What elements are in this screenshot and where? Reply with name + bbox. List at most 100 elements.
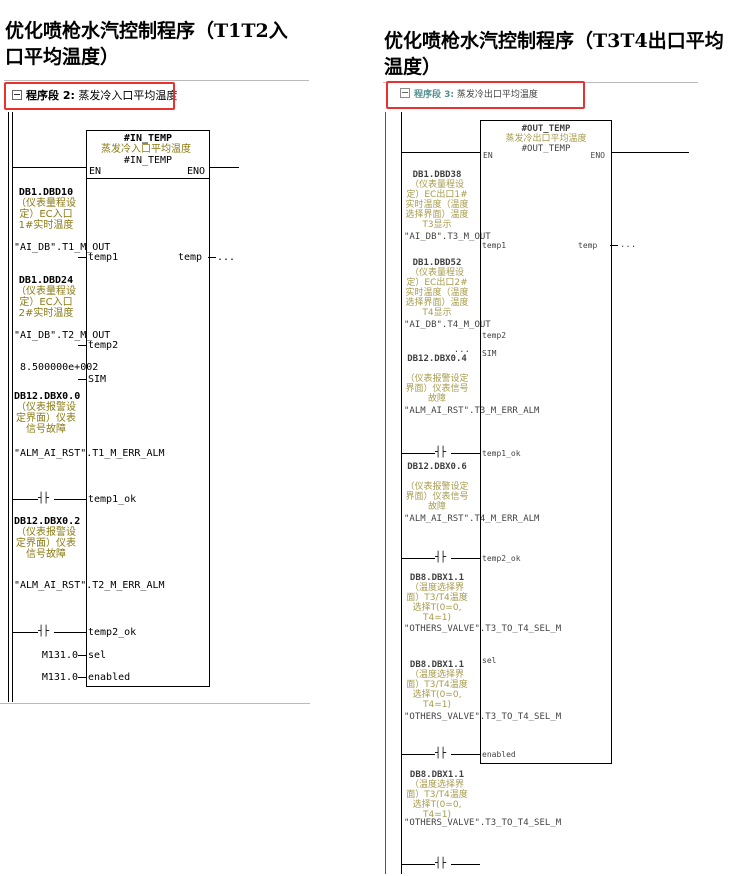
right-in4-wire-a: [401, 453, 435, 454]
right-extra-wire-a: [401, 864, 435, 865]
collapse-icon[interactable]: [400, 88, 410, 98]
left-pin-temp2-ok: temp2_ok: [88, 627, 137, 638]
left-enabled-wire: [78, 677, 86, 678]
right-pin-temp2: temp2: [482, 331, 507, 340]
left-power-rail-2: [12, 112, 13, 702]
right-extra-address: DB8.DBX1.1: [409, 770, 465, 780]
right-pin-sim: SIM: [482, 349, 497, 358]
left-pin-temp1: temp1: [88, 252, 119, 263]
right-pin-temp1: temp1: [482, 241, 507, 250]
left-contact-1-icon[interactable]: ┤├: [38, 493, 49, 504]
right-out-wire: [610, 245, 618, 246]
right-block-name: #OUT_TEMP: [521, 124, 571, 134]
segment-label: 蒸发冷出口平均温度: [456, 90, 538, 100]
right-contact-3-icon[interactable]: ┤├: [435, 748, 446, 759]
right-extra-symbol: "OTHERS_VALVE".T3_TO_T4_SEL_M: [404, 818, 562, 828]
left-sim-wire: [78, 379, 86, 380]
left-in5-comment: （仪表报警设定界面）仪表信号故障: [16, 527, 76, 560]
left-function-block[interactable]: [86, 130, 210, 687]
right-power-rail: [385, 112, 386, 874]
right-in2-symbol: "AI_DB".T4_M_OUT: [404, 320, 491, 330]
right-sim-value: ...: [453, 345, 470, 355]
right-enabled-address: DB8.DBX1.1: [409, 660, 465, 670]
left-segment-header[interactable]: 程序段 2: 蒸发冷入口平均温度: [12, 87, 177, 103]
left-in5-address: DB12.DBX0.2: [14, 516, 81, 527]
left-pin-enabled: enabled: [88, 672, 131, 683]
left-in4-address: DB12.DBX0.0: [14, 391, 81, 402]
left-in2-comment: （仪表量程设定）EC入口2#实时温度: [16, 286, 76, 319]
left-sel-address: M131.0: [41, 650, 78, 661]
left-in4-wire-b: [54, 499, 86, 500]
right-enabled-symbol: "OTHERS_VALVE".T3_TO_T4_SEL_M: [404, 712, 561, 723]
right-pin-enabled: enabled: [482, 750, 516, 759]
right-sel-address: DB8.DBX1.1: [409, 573, 465, 583]
right-block-comment: 蒸发冷出口平均温度: [505, 134, 587, 144]
right-enabled-wire-b: [451, 754, 480, 755]
left-in4-wire-a: [12, 499, 38, 500]
right-in2-address: DB1.DBD52: [412, 258, 462, 268]
right-eno-line: [611, 152, 689, 153]
left-contact-2-icon[interactable]: ┤├: [38, 626, 49, 637]
right-in4-wire-b: [451, 453, 480, 454]
right-extra-wire-b: [451, 864, 480, 865]
right-function-block[interactable]: [480, 120, 612, 764]
right-contact-2-icon[interactable]: ┤├: [435, 552, 446, 563]
right-highlight-box: [386, 81, 585, 109]
left-block-divider: [86, 178, 210, 179]
left-block-instance: #IN_TEMP: [123, 155, 173, 166]
right-pin-sel: sel: [482, 656, 497, 665]
right-title: 优化喷枪水汽控制程序（T3T4出口平均温度）: [384, 30, 724, 78]
left-in4-comment: （仪表报警设定界面）仪表信号故障: [16, 402, 76, 435]
left-header-rule: [4, 80, 309, 81]
right-out-tail: ...: [620, 240, 637, 250]
left-pin-sim: SIM: [88, 374, 107, 385]
left-eno-line: [209, 167, 239, 168]
left-in5-wire-b: [54, 632, 86, 633]
right-in5-wire-b: [451, 558, 480, 559]
left-bottom-rule: [0, 703, 310, 704]
segment-label: 蒸发冷入口平均温度: [78, 89, 178, 102]
right-in4-address: DB12.DBX0.4: [407, 354, 467, 364]
right-sel-comment: （温度选择界面）T3/T4温度选择T(0=0, T4=1): [406, 583, 468, 623]
right-extra-comment: （温度选择界面）T3/T4温度选择T(0=0, T4=1): [406, 780, 468, 820]
left-in1-wire: [78, 257, 86, 258]
segment-prefix: 程序段 3:: [414, 90, 454, 100]
right-in4-symbol: "ALM_AI_RST".T3_M_ERR_ALM: [404, 406, 540, 416]
left-in5-wire-a: [12, 632, 38, 633]
left-in2-symbol: "AI_DB".T2_M_OUT: [14, 330, 111, 341]
right-pin-eno: ENO: [590, 151, 605, 160]
right-in4-comment: （仪表报警设定界面）仪表信号故障: [405, 374, 469, 404]
left-sim-value: 8.500000e+002: [20, 362, 99, 373]
right-in2-comment: （仪表量程设定）EC出口2#实时温度（温度选择界面）温度T4显示: [405, 268, 469, 318]
right-enabled-comment: （温度选择界面）T3/T4温度选择T(0=0, T4=1): [406, 670, 468, 710]
left-enabled-address: M131.0: [41, 672, 78, 683]
left-pin-en: EN: [89, 166, 102, 177]
right-enabled-wire-a: [401, 754, 435, 755]
right-in1-address: DB1.DBD38: [412, 170, 462, 180]
left-pin-sel: sel: [88, 650, 107, 661]
collapse-icon[interactable]: [12, 90, 22, 100]
right-segment-header[interactable]: 程序段 3: 蒸发冷出口平均温度: [400, 87, 538, 100]
left-in2-address: DB1.DBD24: [18, 275, 74, 286]
left-in5-symbol: "ALM_AI_RST".T2_M_ERR_ALM: [14, 580, 165, 591]
right-pin-temp1-ok: temp1_ok: [482, 449, 521, 458]
right-in1-symbol: "AI_DB".T3_M_OUT: [404, 232, 491, 242]
right-in5-wire-a: [401, 558, 435, 559]
left-out-wire: [208, 257, 216, 258]
left-power-rail: [8, 112, 9, 702]
right-contact-4-icon[interactable]: ┤├: [435, 858, 446, 869]
left-in4-symbol: "ALM_AI_RST".T1_M_ERR_ALM: [14, 448, 165, 459]
right-power-rail-2: [401, 112, 402, 874]
right-en-line: [401, 152, 480, 153]
left-highlight-box: [4, 82, 175, 110]
left-block-comment: 蒸发冷入口平均温度: [101, 144, 191, 155]
left-block-name: #IN_TEMP: [123, 133, 173, 144]
left-in1-address: DB1.DBD10: [18, 187, 74, 198]
right-pin-temp2-ok: temp2_ok: [482, 554, 521, 563]
left-pin-temp-out: temp: [178, 252, 203, 263]
left-title: 优化喷枪水汽控制程序（T1T2入口平均温度）: [5, 20, 288, 68]
left-in1-symbol: "AI_DB".T1_M_OUT: [14, 242, 111, 253]
right-contact-1-icon[interactable]: ┤├: [435, 447, 446, 458]
right-in5-address: DB12.DBX0.6: [407, 462, 467, 472]
right-pin-temp-out: temp: [578, 241, 598, 250]
